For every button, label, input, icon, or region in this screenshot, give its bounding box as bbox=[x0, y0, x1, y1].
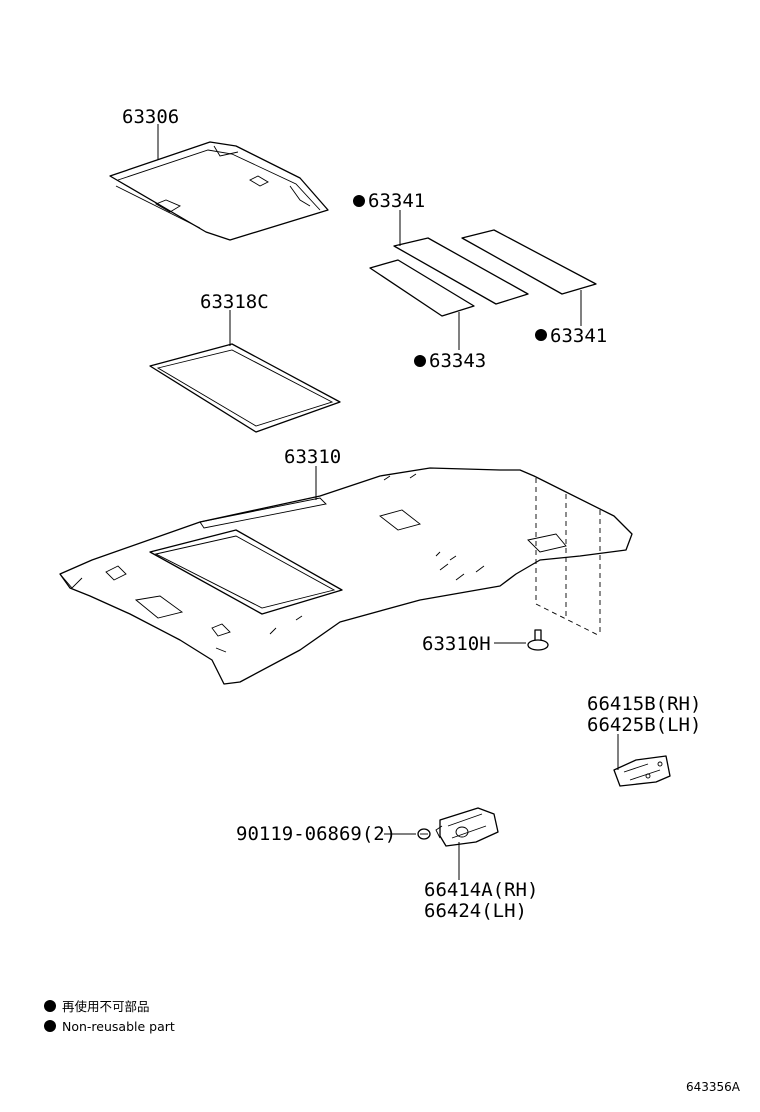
projection-lines bbox=[535, 478, 601, 637]
label-66414a: 66414A(RH) bbox=[424, 879, 538, 901]
filled-circle-icon bbox=[44, 1020, 56, 1032]
label-63343: 63343 bbox=[429, 350, 486, 372]
label-63341-b: 63341 bbox=[550, 325, 607, 347]
part-63341-pad-b bbox=[461, 229, 597, 295]
part-63310h-clip bbox=[527, 629, 549, 651]
label-63310: 63310 bbox=[284, 446, 341, 468]
part-66414a-holder bbox=[435, 807, 499, 847]
part-66415b-bracket bbox=[613, 755, 671, 787]
non-reusable-marker-icon bbox=[353, 195, 365, 207]
label-90119: 90119-06869(2) bbox=[236, 823, 396, 845]
part-63318c-seal bbox=[149, 343, 341, 433]
part-63310-headliner bbox=[59, 467, 633, 685]
part-63343-pad bbox=[369, 259, 475, 317]
non-reusable-marker-icon bbox=[535, 329, 547, 341]
label-63310h: 63310H bbox=[422, 633, 491, 655]
label-66424: 66424(LH) bbox=[424, 900, 527, 922]
diagram-reference: 643356A bbox=[686, 1080, 741, 1094]
part-63306-sunshade bbox=[109, 141, 329, 241]
part-63341-pad-a bbox=[393, 237, 529, 305]
non-reusable-marker-icon bbox=[414, 355, 426, 367]
label-66425b: 66425B(LH) bbox=[587, 714, 701, 736]
legend-en: Non-reusable part bbox=[62, 1019, 175, 1034]
label-66415b: 66415B(RH) bbox=[587, 693, 701, 715]
label-63306: 63306 bbox=[122, 106, 179, 128]
part-90119-screw bbox=[417, 828, 431, 840]
filled-circle-icon bbox=[44, 1000, 56, 1012]
legend-jp: 再使用不可部品 bbox=[62, 999, 150, 1014]
legend: 再使用不可部品 Non-reusable part bbox=[44, 999, 175, 1034]
label-63318c: 63318C bbox=[200, 291, 269, 313]
label-63341-a: 63341 bbox=[368, 190, 425, 212]
